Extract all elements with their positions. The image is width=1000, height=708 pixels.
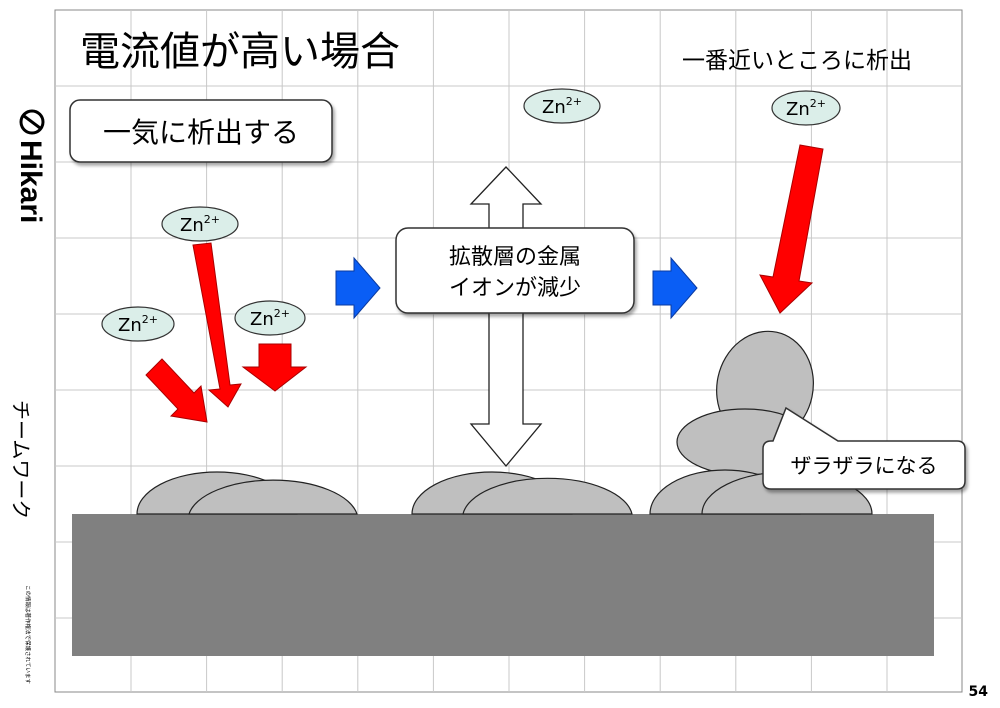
zn-ion: Zn2+: [234, 300, 306, 336]
substrate-workpiece: [72, 514, 934, 656]
slide-subtitle: 一番近いところに析出: [682, 48, 912, 74]
callout-diffusion-layer: 拡散層の金属 イオンが減少: [395, 227, 635, 314]
diffusion-double-arrow: [469, 166, 543, 468]
svg-text:Zn2+: Zn2+: [180, 213, 220, 236]
ion-symbol: Zn: [542, 97, 566, 118]
svg-text:Zn2+: Zn2+: [250, 307, 290, 330]
zn-ion: Zn2+: [771, 90, 841, 126]
ion-symbol: Zn: [118, 315, 142, 336]
slide-title: 電流値が高い場合: [80, 29, 400, 75]
callout-diffusion-line2: イオンが減少: [449, 276, 581, 301]
red-arrow-down: [241, 343, 308, 392]
ion-charge: 2+: [142, 313, 158, 326]
deposit-group-middle: [411, 471, 633, 515]
ion-symbol: Zn: [786, 99, 810, 120]
hikari-logo-icon: [19, 109, 45, 135]
svg-text:Zn2+: Zn2+: [786, 97, 826, 120]
teamwork-text: チームワーク: [9, 400, 33, 519]
hikari-logo: Hikari: [14, 109, 47, 223]
ion-charge: 2+: [566, 95, 582, 108]
deposit-group-left: [136, 471, 358, 515]
zn-ion: Zn2+: [161, 206, 239, 242]
callout-rough: ザラザラになる: [762, 406, 966, 490]
transition-arrows: [335, 256, 698, 320]
red-arrow-right-panel: [759, 144, 824, 314]
svg-text:Zn2+: Zn2+: [542, 95, 582, 118]
ion-charge: 2+: [810, 97, 826, 110]
svg-text:Zn2+: Zn2+: [118, 313, 158, 336]
red-arrow-diagonal: [145, 358, 208, 423]
hikari-logo-text: Hikari: [14, 140, 47, 223]
zn-ion: Zn2+: [101, 306, 175, 342]
ion-charge: 2+: [204, 213, 220, 226]
deposition-arrows: [145, 144, 824, 423]
callout-deposit-text: 一気に析出する: [103, 116, 299, 149]
red-arrow-long: [192, 242, 242, 408]
callout-diffusion-line1: 拡散層の金属: [449, 245, 581, 270]
blue-arrow-right-icon: [335, 256, 381, 320]
copyright-note: この情報は著作権法で保護されています: [24, 585, 32, 684]
ion-symbol: Zn: [180, 215, 204, 236]
callout-rough-text: ザラザラになる: [791, 454, 938, 478]
ion-symbol: Zn: [250, 309, 274, 330]
zn-ion: Zn2+: [523, 88, 601, 124]
page-number: 54: [969, 684, 989, 700]
ion-charge: 2+: [274, 307, 290, 320]
callout-deposit-at-once: 一気に析出する: [69, 99, 333, 163]
blue-arrow-right-icon: [652, 256, 698, 320]
sidebar: Hikari チームワーク この情報は著作権法で保護されています: [9, 109, 47, 684]
